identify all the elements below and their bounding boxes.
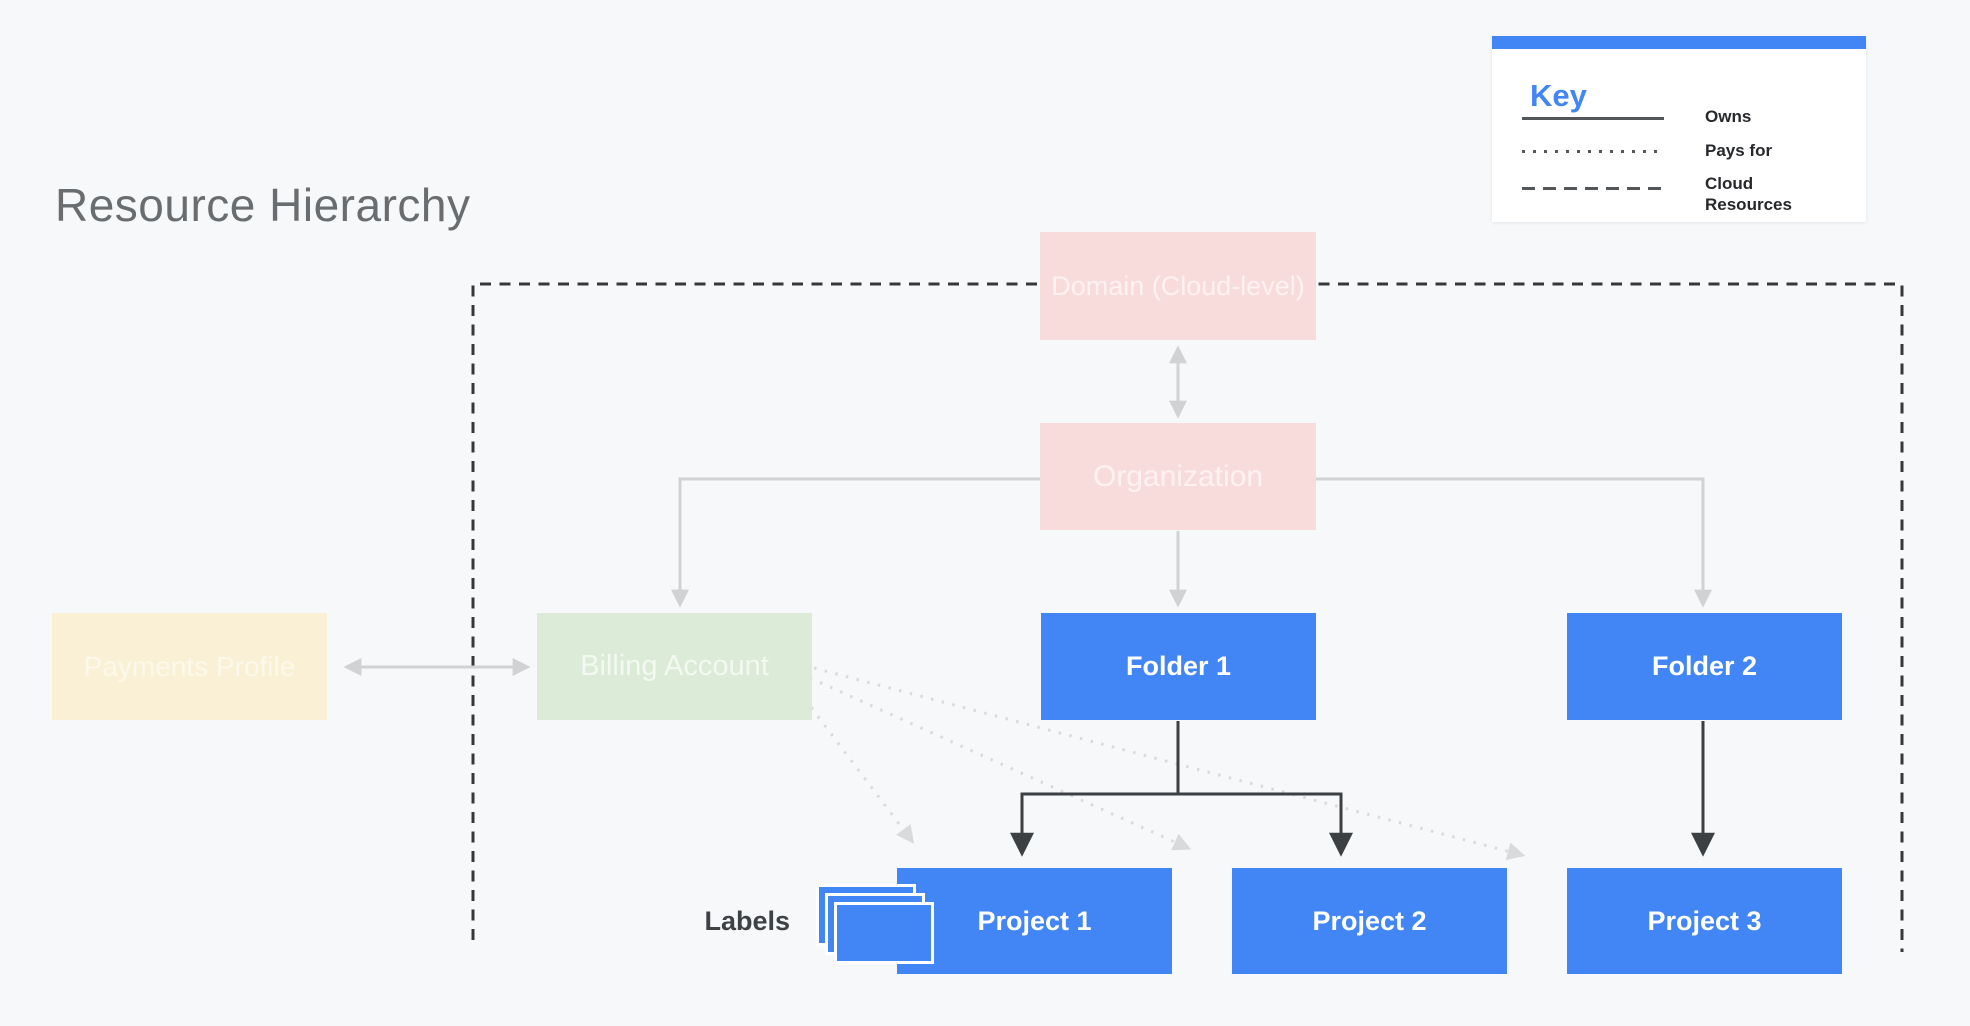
payments-profile-label: Payments Profile [83, 650, 296, 682]
legend-title: Key [1530, 78, 1587, 113]
billing-account-box: Billing Account [537, 613, 812, 720]
legend-panel: Key Owns Pays for Cloud Resources [1492, 36, 1866, 222]
pays-for-line-project3 [813, 666, 1526, 861]
pays-for-line-project1 [796, 689, 915, 844]
organization-label: Organization [1092, 459, 1264, 493]
payments-profile-box: Payments Profile [52, 613, 327, 720]
pays-for-line-sample [1522, 150, 1664, 153]
project3-box: Project 3 [1567, 868, 1842, 974]
project2-label: Project 2 [1312, 905, 1427, 936]
folder1-box: Folder 1 [1041, 613, 1316, 720]
page-title: Resource Hierarchy [55, 179, 471, 231]
legend-accent-bar [1492, 36, 1866, 49]
project1-box: Project 1 [897, 868, 1172, 974]
owns-legend-label: Owns [1705, 107, 1752, 126]
project3-label: Project 3 [1647, 905, 1762, 936]
labels-annotation: Labels [704, 906, 790, 936]
billing-account-label: Billing Account [580, 650, 769, 682]
pays-for-legend-label: Pays for [1705, 141, 1773, 160]
folder2-label: Folder 2 [1651, 651, 1758, 681]
domain-label: Domain (Cloud-level) [1051, 270, 1305, 301]
domain-box: Domain (Cloud-level) [1040, 232, 1316, 340]
organization-box: Organization [1040, 423, 1316, 530]
folder1-label: Folder 1 [1125, 651, 1232, 681]
organization-folder2-connector [1316, 477, 1712, 608]
labels-stack-icon [834, 902, 934, 964]
cloud-resources-line-sample [1522, 187, 1664, 190]
owns-line-sample [1522, 117, 1664, 120]
project1-label: Project 1 [977, 905, 1092, 936]
folder2-box: Folder 2 [1567, 613, 1842, 720]
cloud-resources-legend-label: Cloud Resources [1705, 174, 1792, 214]
organization-billing-connector [671, 477, 1040, 608]
project2-box: Project 2 [1232, 868, 1507, 974]
